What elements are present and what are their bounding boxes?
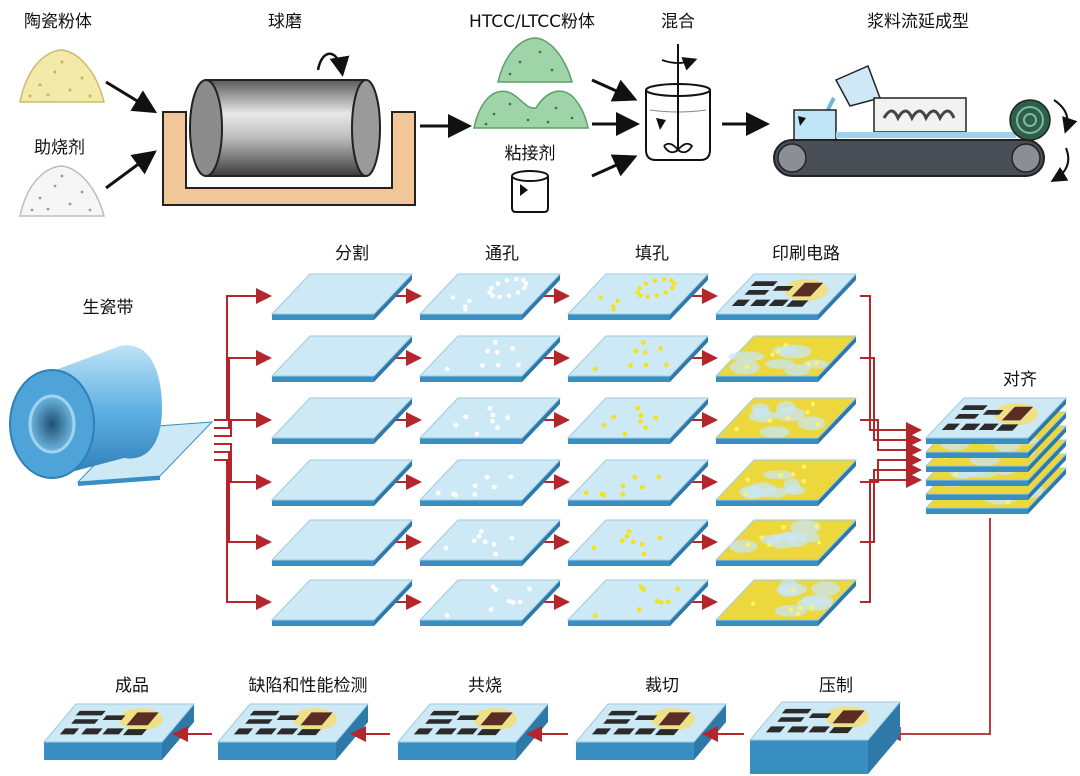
arrow-binder-to-mixer [591, 154, 638, 178]
label-ball-mill: 球磨 [268, 12, 302, 32]
ceramic-powder-pile [19, 49, 105, 103]
label-ceramic-powder: 陶瓷粉体 [24, 12, 92, 32]
tape-casting-machine [773, 64, 1078, 183]
sheet-cut-6 [270, 579, 414, 626]
arrow-powder-to-mill [105, 80, 158, 114]
sheet-fill-2 [566, 335, 710, 382]
label-cofiring: 共烧 [468, 676, 502, 696]
sheet-punch-5 [418, 519, 562, 566]
sheet-fill-1 [566, 273, 710, 320]
sheet-print-5 [714, 519, 858, 566]
label-sintering-aid: 助烧剂 [34, 138, 85, 158]
sheet-fill-3 [566, 397, 710, 444]
label-final-product: 成品 [115, 676, 149, 696]
chip-final-product [42, 703, 196, 760]
sheet-punch-1 [418, 273, 562, 320]
label-green-tape: 生瓷带 [82, 298, 134, 318]
stack-layer-6 [924, 397, 1068, 444]
sheet-cut-2 [270, 335, 414, 382]
arrow-roll-to-row5 [214, 451, 272, 550]
sheet-punch-4 [418, 459, 562, 506]
label-via-filling: 填孔 [635, 244, 669, 264]
arrow-row1-to-stack [860, 295, 922, 438]
sheet-cut-1 [270, 273, 414, 320]
sheet-cut-3 [270, 397, 414, 444]
arrow-row5-to-stack [860, 462, 922, 543]
aligned-layer-stack [924, 397, 1068, 514]
sheet-cut-5 [270, 519, 414, 566]
binder-beaker [511, 170, 549, 213]
htcc-ltcc-powder-piles [473, 37, 589, 129]
label-lamination: 压制 [819, 676, 853, 696]
sheet-punch-6 [418, 579, 562, 626]
arrow-row3-to-stack [860, 419, 922, 458]
sheet-punch-3 [418, 397, 562, 444]
arrow-roll-to-row1 [214, 288, 272, 421]
sheet-print-6 [714, 578, 858, 626]
label-circuit-printing: 印刷电路 [772, 244, 840, 264]
sheet-fill-5 [566, 519, 710, 566]
label-binder: 粘接剂 [504, 144, 556, 164]
label-mixing: 混合 [661, 12, 695, 32]
arrow-powder-to-mixer-1 [591, 78, 638, 102]
label-dicing: 裁切 [645, 676, 679, 696]
sheet-cut-4 [270, 459, 414, 506]
sheet-print-2 [714, 335, 858, 382]
arrow-row2-to-stack [860, 357, 922, 448]
chip-inspection [216, 703, 370, 760]
sheet-print-4 [714, 459, 858, 506]
arrow-roll-to-row4 [214, 443, 272, 490]
arrow-row6-to-stack [860, 472, 922, 603]
arrow-roll-to-row2 [214, 350, 272, 429]
arrow-roll-to-row3 [214, 412, 272, 437]
arrow-roll-to-row6 [214, 459, 272, 610]
sintering-aid-pile [19, 165, 105, 217]
sheet-fill-6 [566, 579, 710, 626]
ball-mill [162, 52, 416, 206]
arrow-aid-to-mill [105, 150, 157, 190]
sheet-print-3 [714, 397, 858, 444]
label-inspection: 缺陷和性能检测 [248, 676, 368, 696]
chip-dicing [574, 703, 728, 760]
label-via-punching: 通孔 [485, 244, 519, 264]
arrow-stack-to-lamination [886, 518, 991, 742]
chip-cofiring [396, 703, 550, 760]
label-alignment: 对齐 [1003, 370, 1037, 390]
label-htcc-ltcc-powder: HTCC/LTCC粉体 [469, 12, 595, 32]
sheet-punch-2 [418, 335, 562, 382]
sheet-print-1 [714, 273, 858, 320]
chip-lamination [748, 701, 902, 774]
green-tape-roll [9, 345, 214, 486]
label-cutting: 分割 [335, 244, 369, 264]
label-tape-casting: 浆料流延成型 [867, 12, 969, 32]
sheet-fill-4 [566, 459, 710, 506]
mixer [645, 44, 711, 161]
